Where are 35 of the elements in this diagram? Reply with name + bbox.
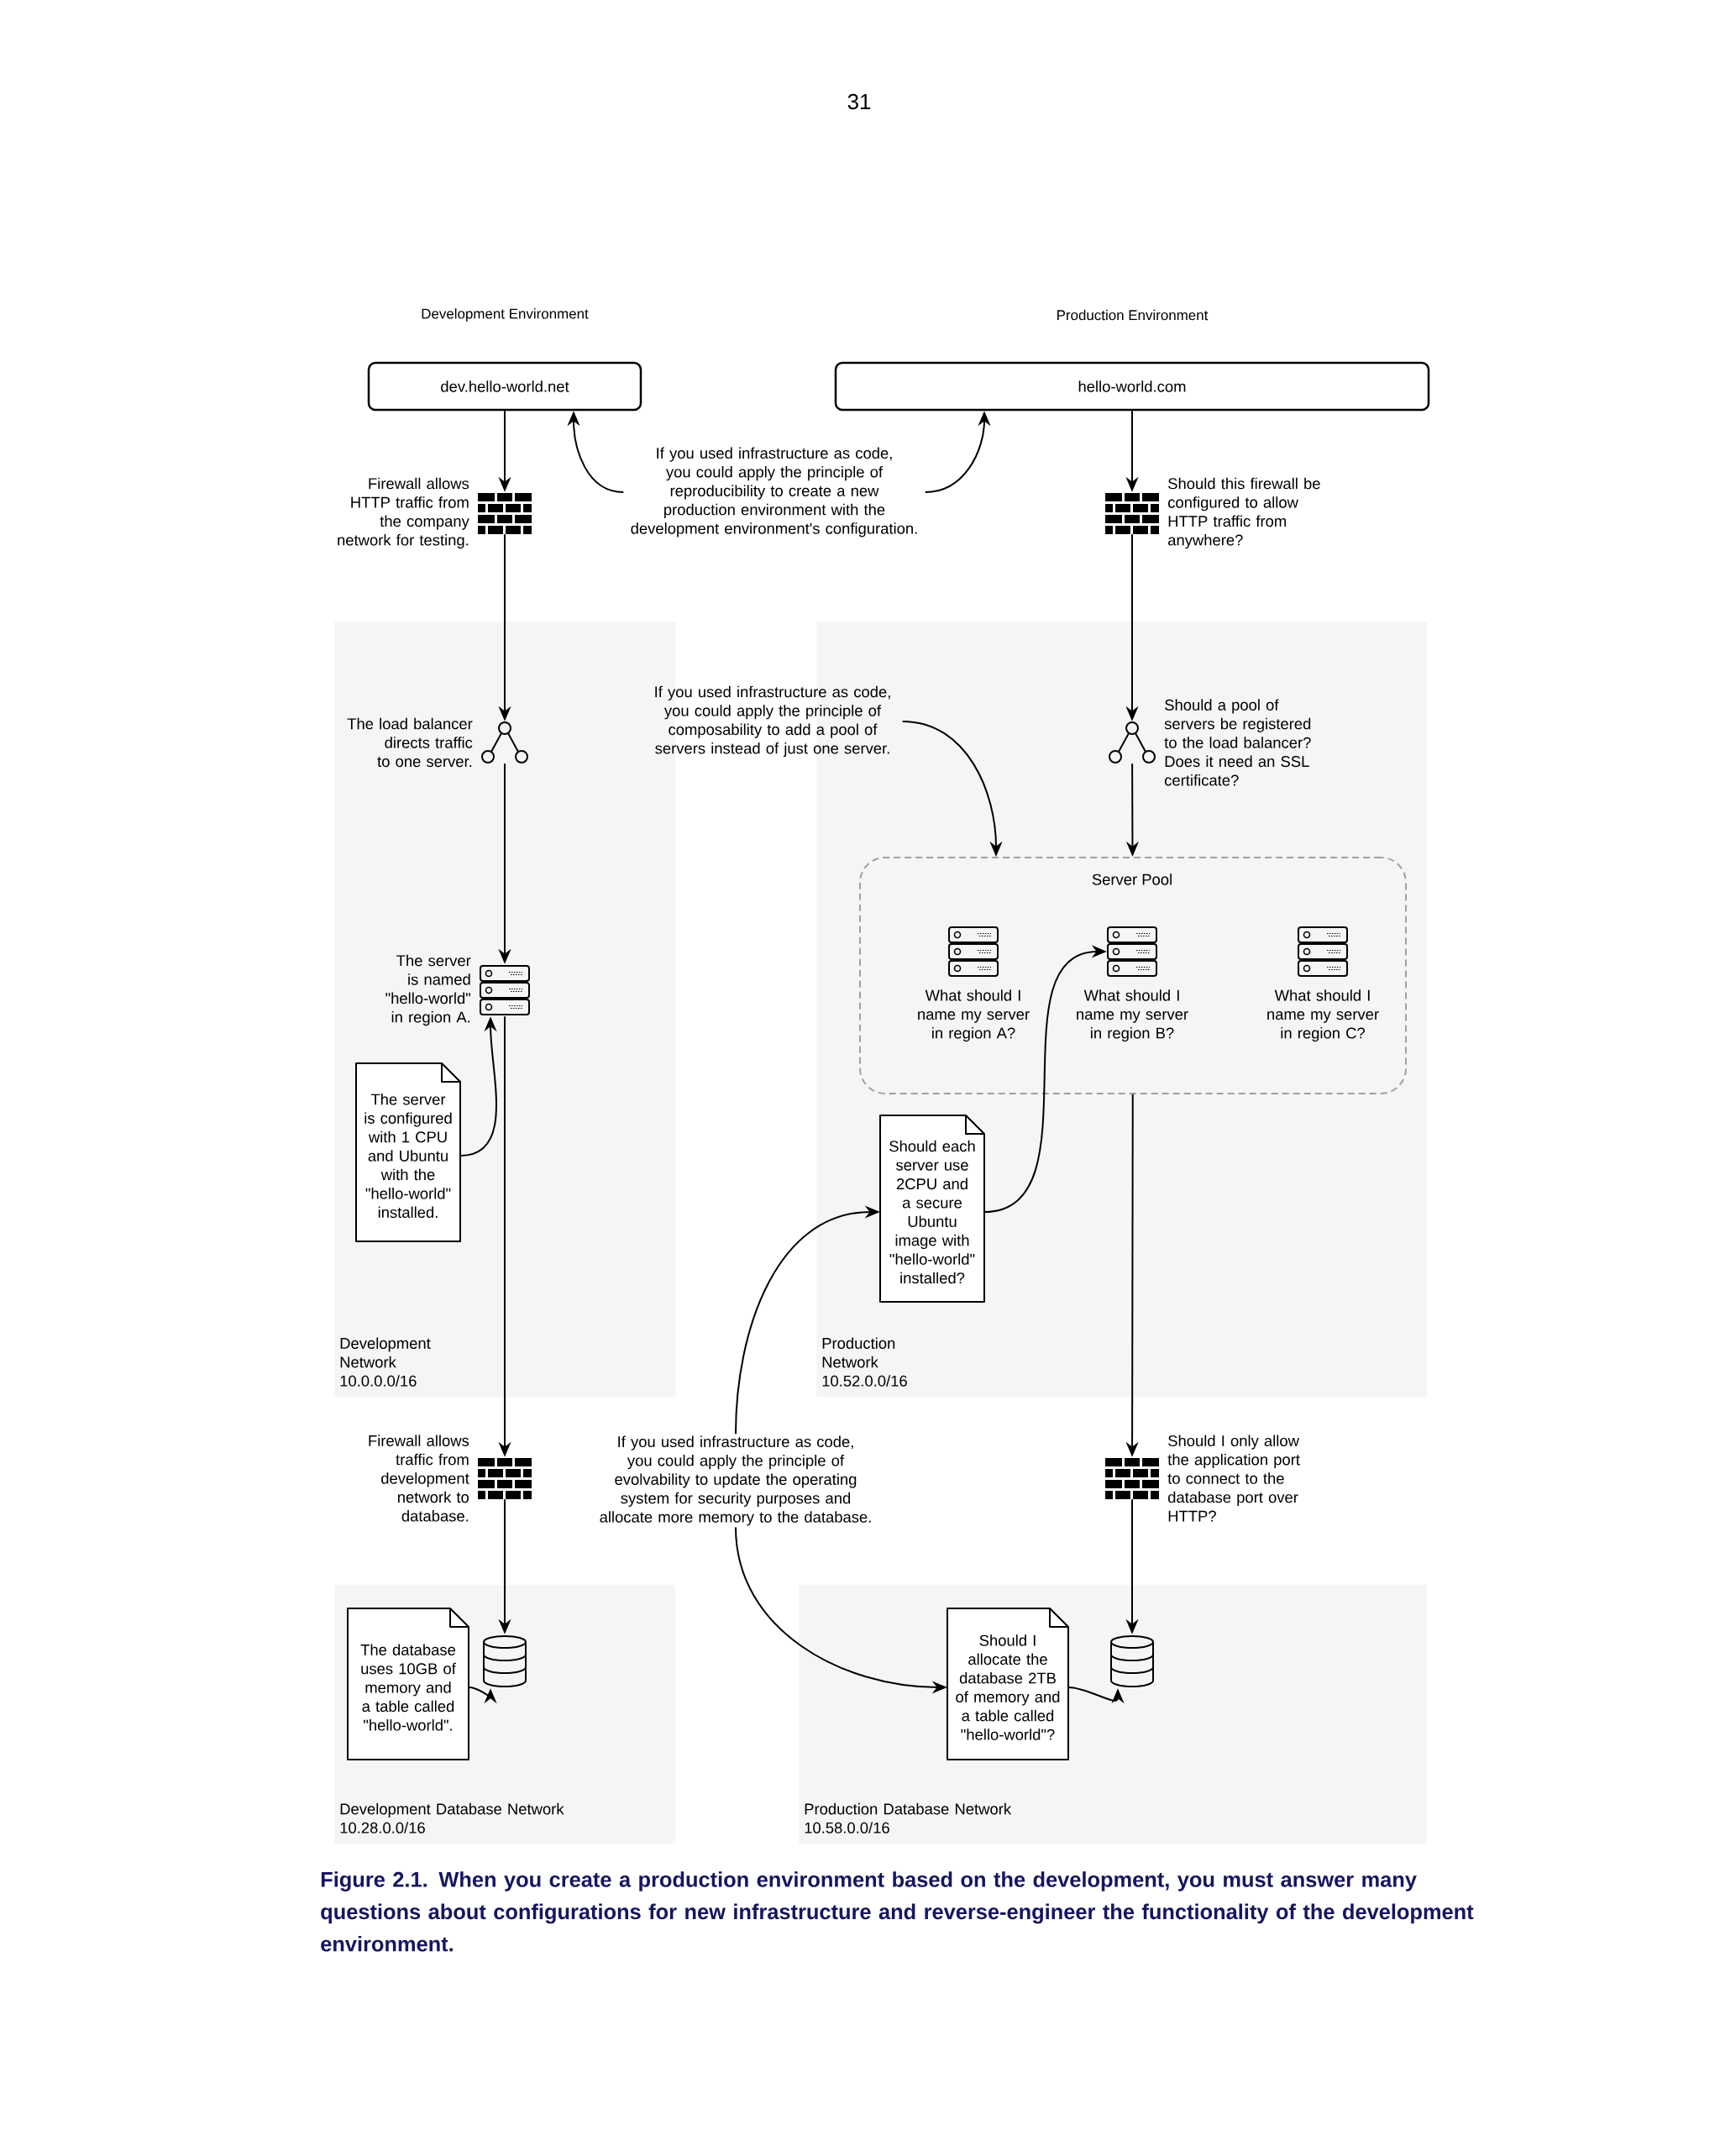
domain-box: hello-world.com	[834, 361, 1430, 412]
load-balancer-icon	[481, 721, 528, 763]
server-icon	[480, 965, 530, 1015]
annotation-text: If you used infrastructure as code, you could apply the principle of composability to add a pool of servers instead of just one server.	[655, 685, 890, 758]
note-document: The server is configured with 1 CPU and Ubuntu with the "hello-world" installed.	[355, 1062, 461, 1242]
icon-caption: What should I name my server in region A?	[918, 989, 1030, 1042]
firewall-icon	[478, 493, 532, 534]
icon-caption: Firewall allows HTTP traffic from the company network for testing.	[338, 477, 469, 549]
annotation-text: If you used infrastructure as code, you could apply the principle of reproducibility to create a new production environment with the development environment's configuration.	[631, 447, 917, 538]
note-document: The database uses 10GB of memory and a table called "hello-world".	[347, 1608, 469, 1760]
icon-caption: What should I name my server in region B?	[1077, 989, 1188, 1042]
note-document: Should each server use 2CPU and a secure Ubuntu image with "hello-world" installed?	[879, 1115, 985, 1303]
icon-caption: Should I only allow the application port to connect to the database port over HTTP?	[1167, 1435, 1300, 1522]
domain-box: dev.hello-world.net	[367, 361, 642, 412]
icon-caption: Should a pool of servers be registered to the load balancer? Does it need an SSL certificate?	[1164, 699, 1311, 786]
icon-caption: Should this firewall be configured to allow HTTP traffic from anywhere?	[1168, 477, 1320, 549]
firewall-icon	[1105, 1458, 1159, 1499]
server-icon	[1298, 926, 1348, 977]
firewall-icon	[478, 1458, 532, 1499]
column-heading: Development Environment	[422, 308, 589, 322]
server-icon	[948, 926, 999, 977]
icon-caption: The load balancer directs traffic to one server.	[347, 717, 473, 768]
annotation-text: If you used infrastructure as code, you could apply the principle of evolvability to update the operating system for security purposes and allocate more memory to the database.	[600, 1435, 871, 1526]
server-icon	[1107, 926, 1157, 977]
page-number: 31	[847, 93, 871, 110]
database-icon	[483, 1635, 527, 1687]
icon-caption: The server is named "hello-world" in region A.	[385, 954, 471, 1026]
note-document: Should I allocate the database 2TB of memory and a table called "hello-world"?	[947, 1608, 1069, 1760]
database-icon	[1110, 1635, 1154, 1687]
figure-caption: Figure 2.1. When you create a production environment based on the development, you must answer many questions about configurations for new infrastructure and reverse-engineer the functionality of the development environment.	[321, 1871, 1474, 1952]
column-heading: Production Environment	[1057, 309, 1209, 321]
load-balancer-icon	[1109, 721, 1156, 763]
firewall-icon	[1105, 493, 1159, 534]
icon-caption: What should I name my server in region C?	[1267, 989, 1379, 1042]
icon-caption: Firewall allows traffic from development network to database.	[369, 1435, 469, 1522]
